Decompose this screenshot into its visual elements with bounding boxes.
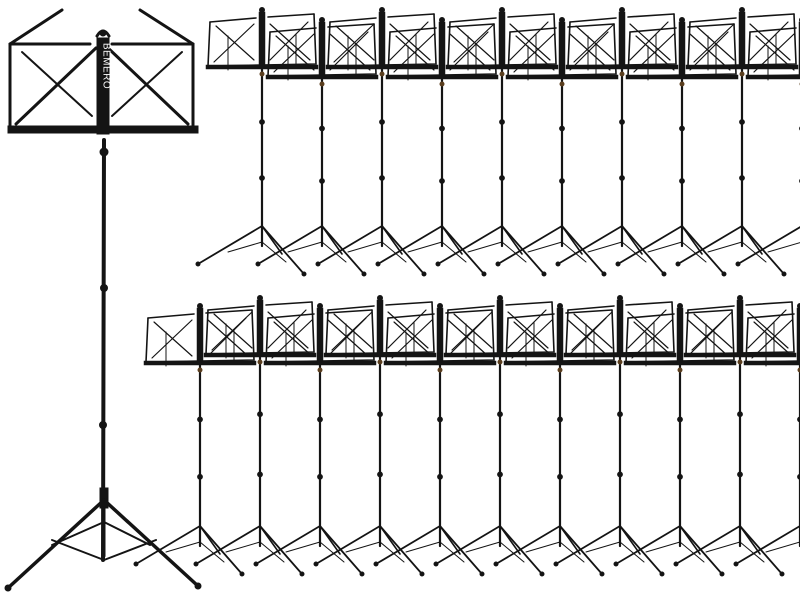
music-stand-front-6 (433, 295, 557, 577)
music-stand-back-2 (255, 17, 379, 277)
music-stand-back-8 (615, 17, 739, 277)
music-stand-back-4 (375, 17, 499, 277)
main-music-stand: BEMERO (4, 8, 202, 592)
music-stand-front-5 (373, 303, 497, 577)
music-stand-front-2 (193, 295, 317, 577)
music-stand-front-8 (553, 295, 677, 577)
main-stand-tripod (4, 498, 202, 592)
back-row-stands (195, 7, 800, 277)
music-stand-back-6 (495, 17, 619, 277)
front-row-stands (133, 295, 800, 577)
music-stand-front-11 (733, 303, 800, 567)
music-stand-back-7 (555, 7, 679, 277)
music-stand-front-3 (253, 303, 377, 577)
music-stand-back-5 (435, 7, 559, 277)
main-stand-brand-label: BEMERO (100, 43, 111, 89)
music-stand-front-9 (613, 303, 737, 577)
music-stand-back-9 (675, 7, 799, 277)
music-stand-front-4 (313, 295, 437, 577)
main-stand-desk (7, 8, 199, 135)
